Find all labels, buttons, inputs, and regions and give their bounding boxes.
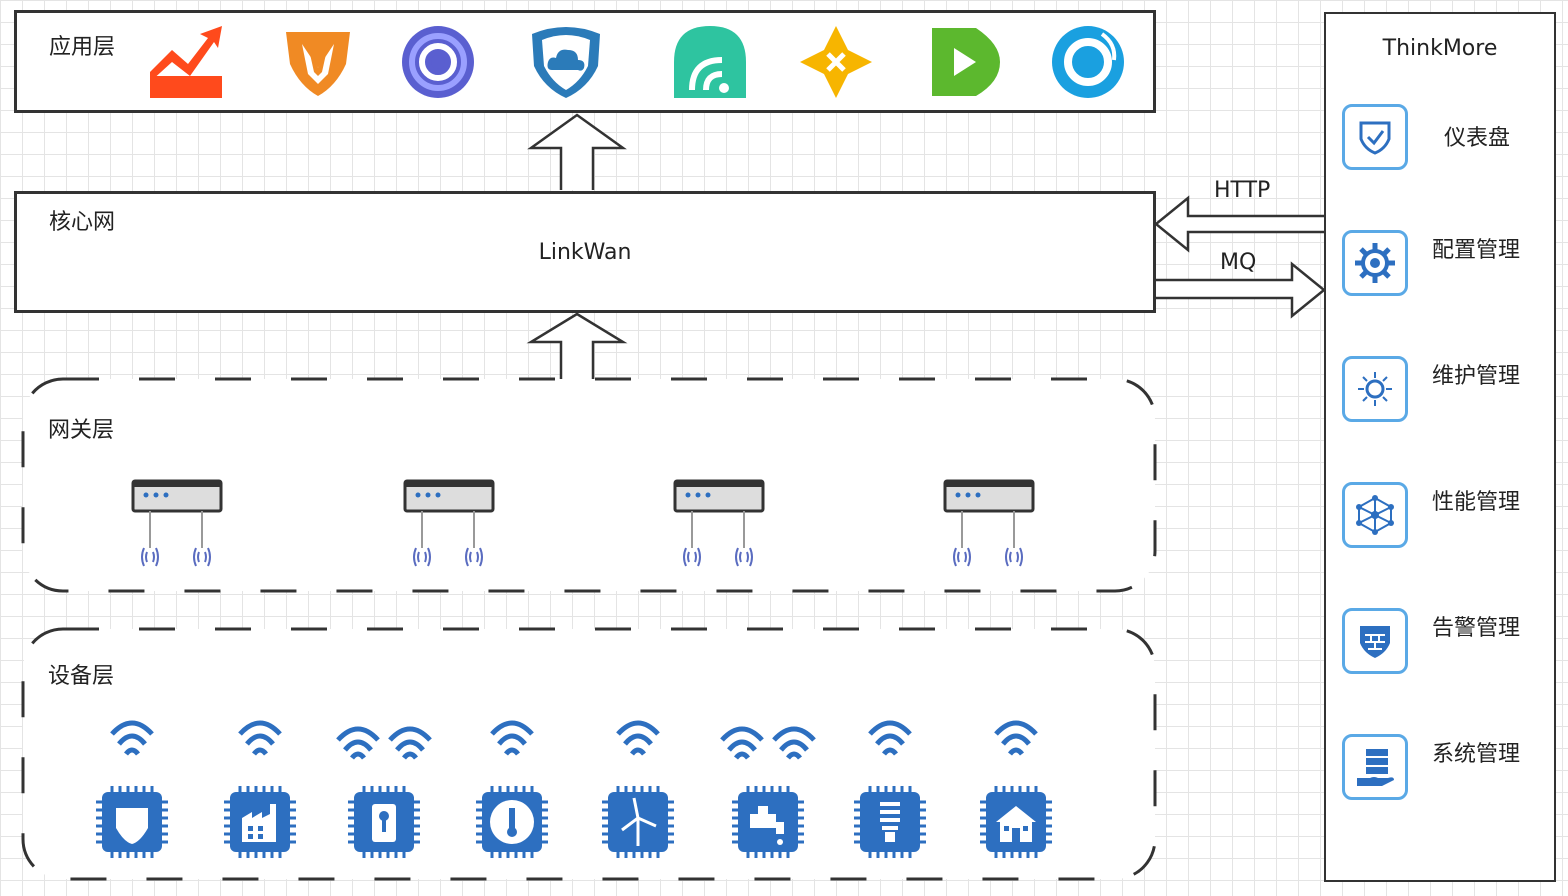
device-thermometer-chip-icon <box>476 720 548 858</box>
sun-cog-icon <box>1358 372 1392 406</box>
http-label: HTTP <box>1214 178 1271 203</box>
star-cross-icon <box>800 26 872 98</box>
alarm-item-icon[interactable] <box>1342 608 1408 674</box>
gateway-layer-border <box>21 377 1157 593</box>
device-lock-chip-icon <box>336 726 432 858</box>
server-hand-icon <box>1357 749 1394 786</box>
up-arrow-gateway-to-core <box>526 312 628 380</box>
core-network-layer: 核心网 LinkWan <box>14 191 1156 313</box>
performance-item-label[interactable]: 性能管理 <box>1432 490 1521 515</box>
device-factory-chip-icon <box>224 720 296 858</box>
signal-icon <box>674 26 746 98</box>
cloud-shield-icon <box>532 27 600 98</box>
device-house-chip-icon <box>980 720 1052 858</box>
up-arrow-core-to-app <box>527 113 627 190</box>
device-bulb-chip-icon <box>854 720 926 858</box>
application-layer-label: 应用层 <box>49 35 116 60</box>
gear-icon <box>1355 243 1395 283</box>
gateway-router-icon <box>943 479 1035 567</box>
gateway-router-icon <box>673 479 765 567</box>
fox-shield-icon <box>286 32 350 96</box>
maintenance-item-icon[interactable] <box>1342 356 1408 422</box>
device-faucet-chip-icon <box>720 726 816 858</box>
config-item-icon[interactable] <box>1342 230 1408 296</box>
system-item-icon[interactable] <box>1342 734 1408 800</box>
dashboard-item-icon[interactable] <box>1342 104 1408 170</box>
device-layer-label: 设备层 <box>48 664 115 689</box>
system-item-label[interactable]: 系统管理 <box>1432 742 1521 767</box>
orbit-icon <box>1052 26 1124 98</box>
gateway-router-icon <box>403 479 495 567</box>
maintenance-item-label[interactable]: 维护管理 <box>1432 364 1521 389</box>
network-icon <box>1356 495 1394 535</box>
thinkmore-title: ThinkMore <box>1382 36 1498 61</box>
firewall-icon <box>1360 626 1390 658</box>
device-wind-turbine-chip-icon <box>602 720 674 858</box>
linkwan-label: LinkWan <box>538 240 632 265</box>
performance-item-icon[interactable] <box>1342 482 1408 548</box>
gateway-layer-label: 网关层 <box>48 418 115 443</box>
config-item-label[interactable]: 配置管理 <box>1432 238 1521 263</box>
device-shield-chip-icon <box>96 720 168 858</box>
mq-label: MQ <box>1220 250 1257 275</box>
dashboard-item-label[interactable]: 仪表盘 <box>1444 126 1511 151</box>
swirl-icon <box>402 26 474 98</box>
shield-check-icon <box>1359 121 1391 155</box>
play-icon <box>932 28 1000 96</box>
core-network-label: 核心网 <box>49 210 116 235</box>
alarm-item-label[interactable]: 告警管理 <box>1432 616 1521 641</box>
gateway-router-icon <box>131 479 223 567</box>
trend-chart-icon <box>150 26 222 98</box>
